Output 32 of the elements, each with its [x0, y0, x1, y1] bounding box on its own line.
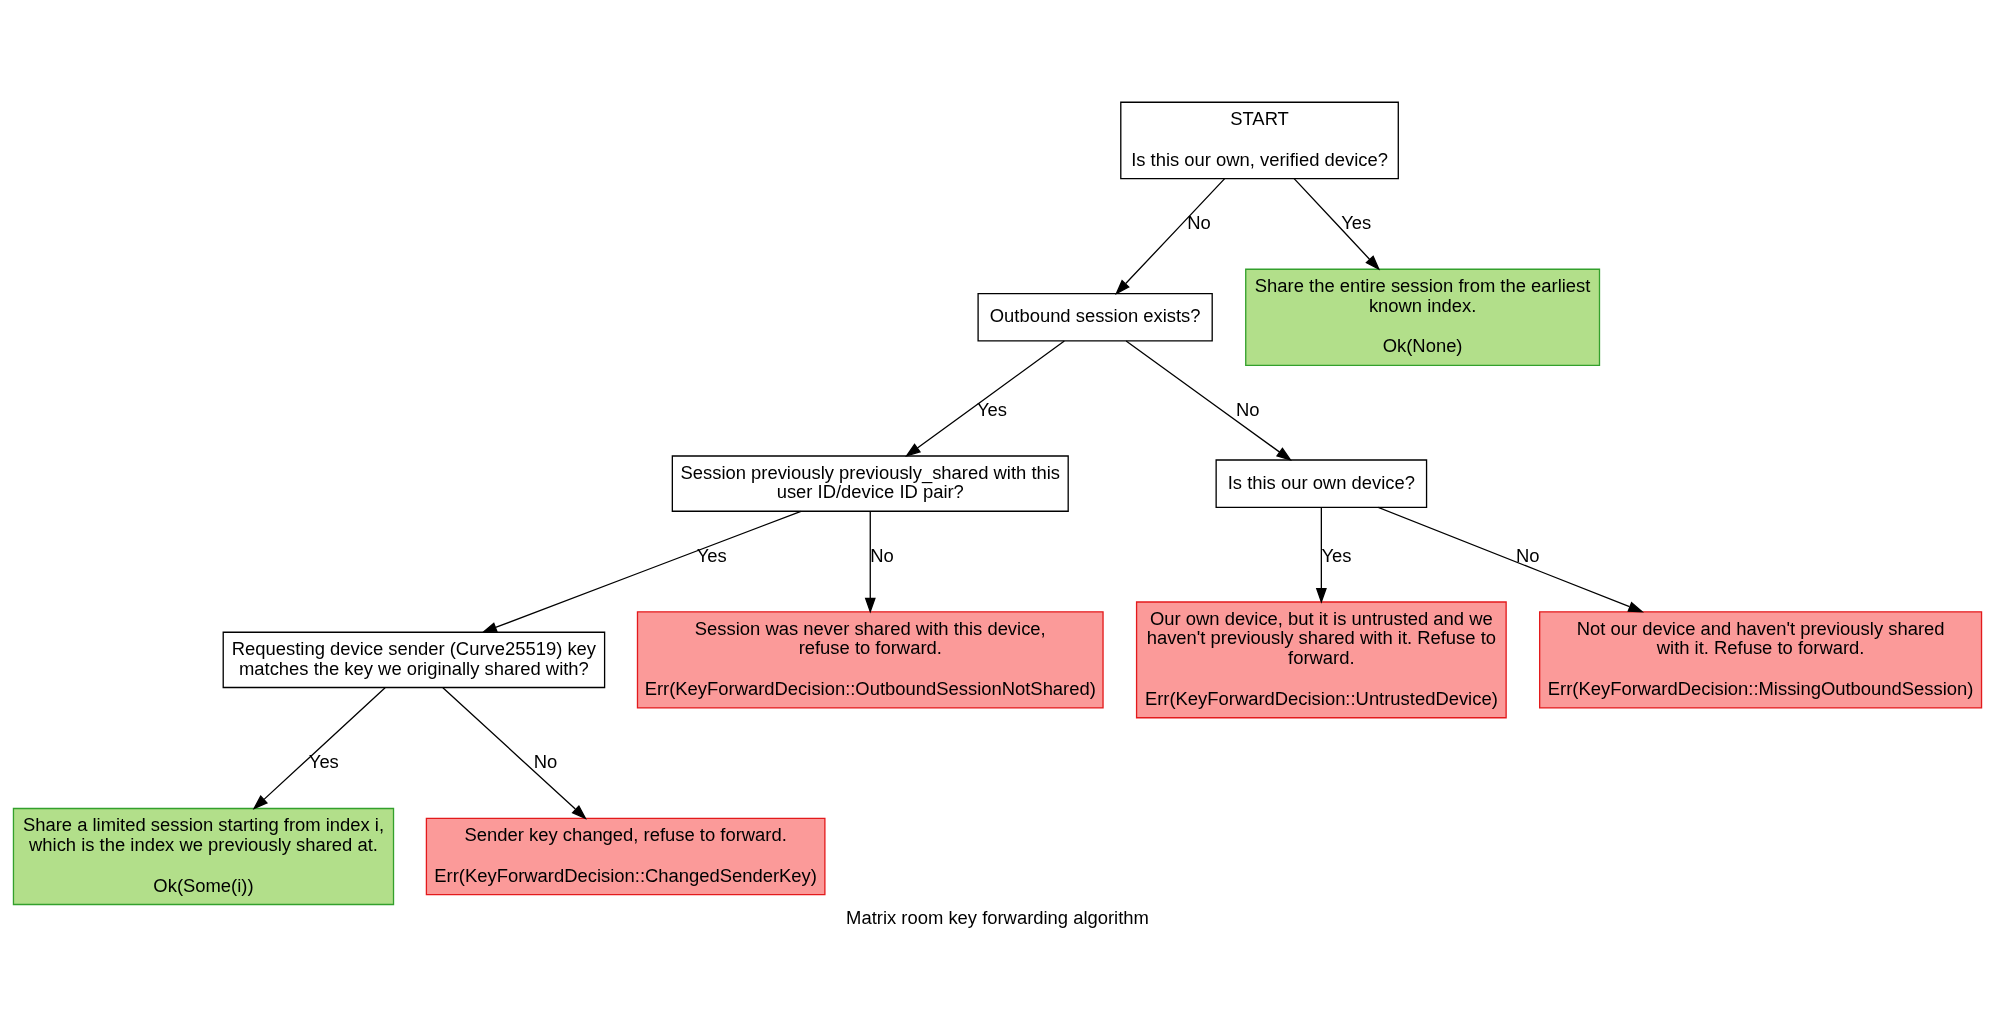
arrow — [864, 510, 876, 614]
node-box: Not our device and haven't previously shared with it. Refuse to forward. Err(KeyForwardDecision::MissingOutboundSession) — [1539, 610, 1983, 709]
edge-label: Yes — [1341, 211, 1372, 233]
edge-label: No — [533, 750, 558, 772]
arrow — [1293, 177, 1381, 271]
edge-label: Yes — [976, 398, 1007, 420]
arrow — [1377, 506, 1644, 612]
edge-label: No — [1187, 211, 1211, 233]
arrow — [1125, 339, 1292, 461]
arrow — [481, 510, 802, 633]
edge-label: Yes — [696, 544, 727, 565]
node-box: Requesting device sender (Curve25519) key matches the key we originally shared with? — [222, 631, 606, 688]
node-box: Share a limited session starting from index i, which is the index we previously shared at. Ok(Some(i)) — [12, 807, 395, 905]
arrow — [252, 686, 386, 810]
node-box: Share the entire session from the earliest known index. Ok(None) — [1245, 268, 1601, 366]
edge-label: No — [1516, 544, 1540, 565]
arrow — [905, 339, 1065, 457]
node-box: Our own device, but it is untrusted and we haven't previously shared with it. Refuse to forward. Err(KeyForwardDecision::UntrustedDevice) — [1135, 600, 1507, 718]
node-box: Sender key changed, refuse to forward. Err(KeyForwardDecision::ChangedSenderKey) — [425, 817, 826, 895]
node-box: Session was never shared with this device, refuse to forward. Err(KeyForwardDecision::OutboundSessionNotShared) — [636, 610, 1104, 709]
edge-label: Yes — [1321, 544, 1352, 565]
edge-label: No — [870, 544, 894, 565]
edge-label: No — [1235, 398, 1260, 420]
arrow — [1315, 506, 1327, 604]
node-box: Session previously previously_shared with this user ID/device ID pair? — [671, 454, 1069, 512]
node-box: Outbound session exists? — [977, 292, 1213, 342]
caption: Matrix room key forwarding algorithm — [846, 906, 1149, 928]
arrow — [1115, 177, 1226, 295]
edge-label: Yes — [308, 750, 339, 772]
arrow — [442, 686, 587, 820]
node-box: Is this our own device? — [1215, 458, 1428, 508]
node-box: START Is this our own, verified device? — [1120, 101, 1399, 179]
